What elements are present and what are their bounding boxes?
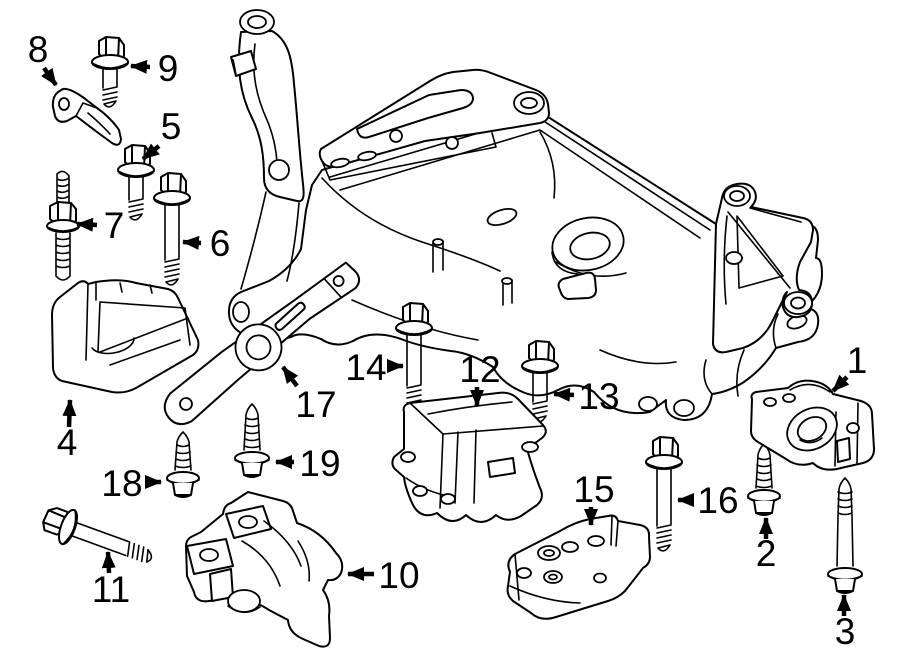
part-15-transmission-bracket: [506, 514, 651, 620]
callout-2[interactable]: 2: [756, 517, 777, 574]
callout-18-label: 18: [101, 463, 142, 504]
callout-19[interactable]: 19: [275, 443, 341, 484]
part-8-small-bracket: [51, 87, 122, 146]
part-10-engine-bracket: [185, 491, 344, 648]
callout-2-label: 2: [756, 533, 777, 574]
callout-12-label: 12: [459, 349, 500, 390]
callout-8[interactable]: 8: [28, 29, 58, 87]
part-6-bolt: [153, 172, 191, 286]
part-11-bolt: [42, 507, 153, 563]
callout-1[interactable]: 1: [831, 340, 868, 393]
callout-4[interactable]: 4: [57, 399, 78, 463]
callout-12[interactable]: 12: [459, 349, 501, 407]
callout-4-label: 4: [57, 422, 78, 463]
callout-10[interactable]: 10: [347, 555, 420, 596]
callout-6-arrow: [182, 235, 202, 250]
callout-13-label: 13: [578, 376, 619, 417]
callout-6-label: 6: [210, 223, 231, 264]
part-7-stud: [46, 170, 80, 281]
callout-16[interactable]: 16: [677, 480, 739, 521]
callout-8-label: 8: [28, 29, 49, 70]
callout-5[interactable]: 5: [141, 106, 182, 161]
subframe-rear-tower: [712, 182, 814, 354]
part-17-torque-arm: [163, 261, 361, 426]
callout-13[interactable]: 13: [553, 376, 620, 417]
callout-15[interactable]: 15: [573, 469, 615, 526]
callout-9-label: 9: [158, 48, 179, 89]
subframe-front-brace: [318, 68, 550, 181]
callout-7[interactable]: 7: [76, 205, 125, 246]
callout-18[interactable]: 18: [101, 463, 162, 504]
callout-14[interactable]: 14: [345, 347, 404, 388]
part-1-mount-bracket: [750, 379, 875, 471]
subframe-front-arm: [230, 9, 305, 290]
callout-3-label: 3: [835, 611, 856, 652]
callout-7-label: 7: [104, 205, 125, 246]
callout-17-label: 17: [295, 384, 336, 425]
callout-4-arrow: [62, 399, 77, 428]
part-3-screw: [827, 477, 863, 594]
part-19-screw: [234, 403, 270, 478]
callout-11[interactable]: 11: [92, 551, 130, 610]
callout-11-label: 11: [92, 569, 130, 610]
callout-9-arrow: [130, 59, 151, 74]
callout-17[interactable]: 17: [281, 365, 337, 425]
part-18-screw: [166, 431, 200, 498]
part-2-screw: [747, 443, 781, 516]
callout-16-label: 16: [697, 480, 738, 521]
callout-5-arrow: [141, 143, 161, 161]
part-5-bolt: [117, 144, 155, 221]
part-14-bolt: [395, 302, 433, 412]
callout-9[interactable]: 9: [130, 48, 179, 89]
callout-10-label: 10: [378, 555, 419, 596]
callout-6[interactable]: 6: [182, 223, 231, 264]
part-16-bolt: [645, 436, 683, 552]
callout-3[interactable]: 3: [835, 594, 856, 652]
callout-15-label: 15: [573, 469, 614, 510]
callout-17-arrow: [281, 365, 299, 388]
subframe-crossmember-drawing: [227, 9, 823, 421]
part-13-bolt: [521, 340, 559, 423]
part-9-bolt: [91, 36, 129, 108]
callout-14-label: 14: [345, 347, 386, 388]
callout-13-arrow: [553, 387, 575, 402]
callout-1-arrow: [831, 374, 850, 393]
callout-8-arrow: [41, 66, 58, 87]
part-12-transmission-mount: [391, 391, 547, 523]
callout-7-arrow: [76, 217, 98, 232]
callout-19-label: 19: [299, 443, 340, 484]
part-4-engine-mount: [51, 279, 200, 394]
callout-5-label: 5: [161, 106, 182, 147]
callout-11-arrow: [101, 551, 116, 574]
callout-1-label: 1: [847, 340, 868, 381]
